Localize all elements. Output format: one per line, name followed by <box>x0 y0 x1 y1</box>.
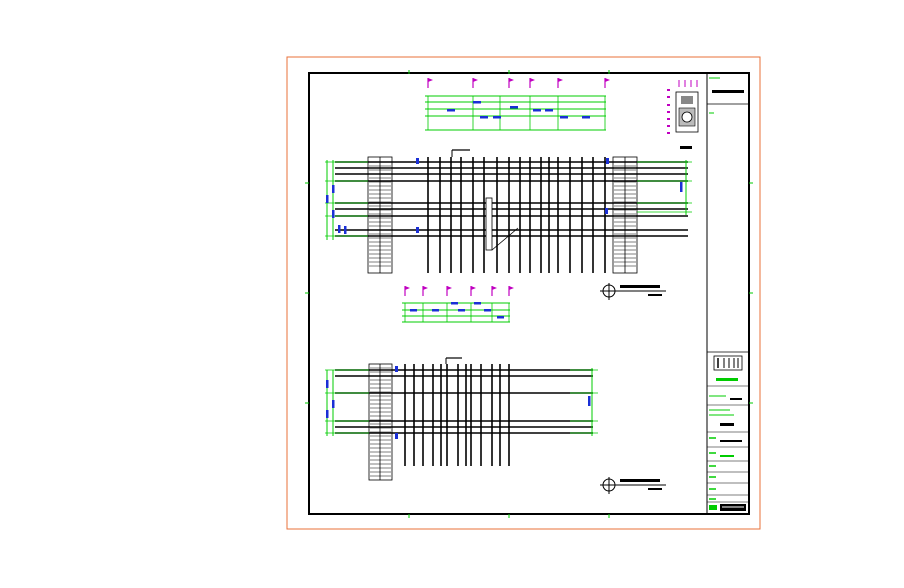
grid-bubble-lower-1-flag <box>405 286 410 290</box>
blue-tag-left-4 <box>344 226 347 234</box>
blue-tag-top-1 <box>510 106 518 109</box>
blue-tag-top-7 <box>582 116 590 119</box>
logo-box <box>713 355 743 371</box>
blue-tag-left-0 <box>326 195 329 203</box>
blue-tag-mark-lower-0 <box>395 366 398 372</box>
upper-framing-plan <box>325 78 692 274</box>
blue-tag-lower-0 <box>410 309 417 312</box>
blue-tag-left-lower-2 <box>326 410 329 418</box>
blue-tag-top-4 <box>480 116 488 119</box>
north-arrow-lower <box>600 477 666 494</box>
frame-ticks <box>305 70 753 518</box>
blue-tag-lower-4 <box>474 302 481 305</box>
grid-bubble-lower-5-flag <box>492 286 497 290</box>
grid-bubble-2-flag <box>473 78 478 82</box>
blue-tag-left-2 <box>332 210 335 218</box>
grid-bubble-lower-3-flag <box>447 286 452 290</box>
blue-tag-lower-6 <box>497 316 504 319</box>
blue-tag-mark-lower-1 <box>395 433 398 439</box>
grid-bubble-lower-4-flag <box>471 286 476 290</box>
grid-bubble-5-flag <box>558 78 563 82</box>
grid-bubble-1-flag <box>428 78 433 82</box>
title-bar <box>712 90 744 93</box>
grid-bubble-lower-6-flag <box>509 286 514 290</box>
grid-bubble-4-flag <box>530 78 535 82</box>
brace-upper <box>491 227 519 251</box>
grid-bubble-3-flag <box>509 78 514 82</box>
grid-bubble-6-flag <box>605 78 610 82</box>
blue-tag-right-lower-0 <box>588 396 591 406</box>
blue-tag-top-3 <box>533 109 541 112</box>
blue-tag-lower-2 <box>451 302 458 305</box>
blue-tag-right-0 <box>680 182 683 192</box>
blue-tag-left-lower-0 <box>326 380 329 388</box>
title-block <box>706 73 749 514</box>
blue-tag-mark-1 <box>606 158 609 164</box>
blue-tag-left-lower-1 <box>332 400 335 408</box>
blue-tag-top-5 <box>493 116 501 119</box>
left-column-block-lower <box>368 363 393 481</box>
blue-tag-top-2 <box>447 109 455 112</box>
key-plan <box>667 80 699 149</box>
blue-tag-top-6 <box>560 116 568 119</box>
blue-tag-mark-0 <box>416 158 419 164</box>
blue-tag-top-0 <box>473 101 481 104</box>
blue-tag-mark-2 <box>416 227 419 233</box>
sheet-outline <box>286 56 761 530</box>
blue-tag-lower-5 <box>484 309 491 312</box>
blue-tag-left-3 <box>338 225 341 233</box>
north-arrow-upper <box>600 283 666 300</box>
blue-tag-left-1 <box>332 185 335 193</box>
grid-bubble-lower-2-flag <box>423 286 428 290</box>
blue-tag-mark-3 <box>605 208 608 214</box>
blue-tag-top-8 <box>545 109 553 112</box>
pier-upper <box>485 197 493 251</box>
lower-framing-plan <box>325 286 598 481</box>
blue-tag-lower-3 <box>458 309 465 312</box>
blue-tag-lower-1 <box>432 309 439 312</box>
